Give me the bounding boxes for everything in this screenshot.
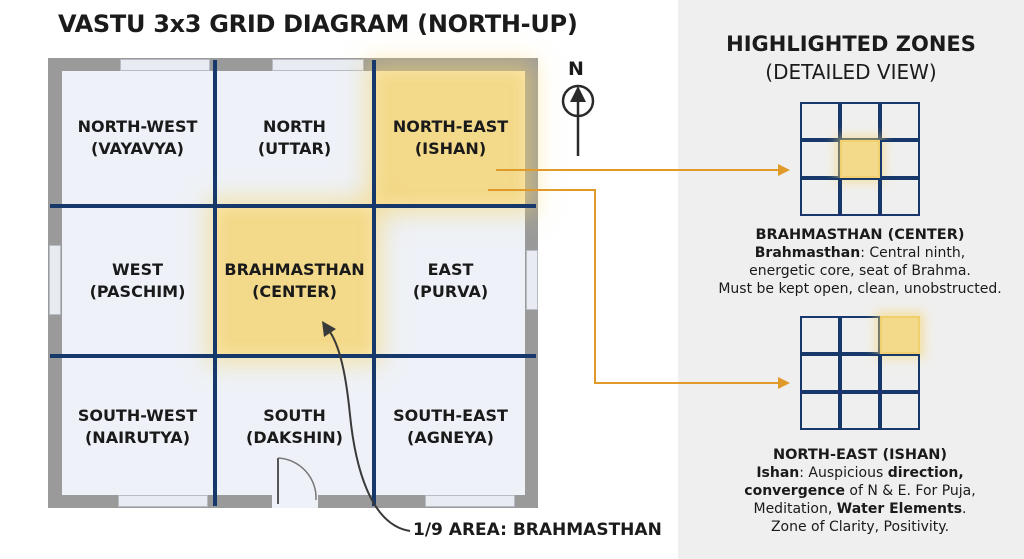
window-bottom-left <box>118 495 208 507</box>
page-title: VASTU 3x3 GRID DIAGRAM (NORTH-UP) <box>58 10 578 38</box>
window-bottom-right <box>425 495 515 507</box>
mini-cell-highlighted <box>840 140 880 178</box>
zone-description-brahmasthan: BRAHMASTHAN (CENTER) Brahmasthan: Centra… <box>700 226 1020 298</box>
cell-direction-label: BRAHMASTHAN <box>224 260 365 279</box>
zone-desc-line: Must be kept open, clean, unobstructed. <box>718 281 1002 297</box>
mini-cell <box>800 392 840 430</box>
zone-desc-line: Ishan: Auspicious direction, <box>700 464 1020 482</box>
mini-cell <box>880 392 920 430</box>
zone-term: Brahmasthan <box>754 245 861 261</box>
window-top-mid <box>272 59 364 71</box>
mini-cell <box>840 392 880 430</box>
zone-desc-bold: Water Elements <box>836 501 963 517</box>
mini-cell <box>880 354 920 392</box>
grid-cell-s: SOUTH(DAKSHIN) <box>217 358 372 495</box>
grid-cell-e: EAST (PURVA) <box>376 208 525 354</box>
mini-cell <box>800 102 840 140</box>
grid-cell-ne: NORTH-EAST(ISHAN) <box>376 71 525 204</box>
grid-cell-w: WEST (PASCHIM) <box>62 208 213 354</box>
mini-cell <box>800 316 840 354</box>
grid-cell-nw: NORTH-WEST(VAYAVYA) <box>62 71 213 204</box>
zone-description-ishan: NORTH-EAST (ISHAN) Ishan: Auspicious dir… <box>700 446 1020 536</box>
cell-sanskrit-label: (PURVA) <box>412 282 489 301</box>
cell-sanskrit-label: (PASCHIM) <box>89 282 186 301</box>
grid-cell-sw: SOUTH-WEST(NAIRUTYA) <box>62 358 213 495</box>
zone-desc-bold: direction, <box>887 465 964 481</box>
zone-desc-line: Meditation, Water Elements. <box>700 500 1020 518</box>
zone-desc-line: energetic core, seat of Brahma. <box>749 263 971 279</box>
mini-cell <box>800 140 840 178</box>
zone-term: Ishan <box>756 465 800 481</box>
cell-sanskrit-label: (UTTAR) <box>257 138 332 158</box>
panel-subtitle: (DETAILED VIEW) <box>765 60 937 84</box>
mini-cell-highlighted <box>880 316 920 354</box>
mini-grid-brahmasthan <box>800 102 920 216</box>
window-left <box>49 245 61 315</box>
grid-cell-c: BRAHMASTHAN (CENTER) <box>217 208 372 354</box>
zone-heading: NORTH-EAST (ISHAN) <box>772 447 948 463</box>
zone-desc-text: : Auspicious <box>799 465 888 481</box>
callout-arrow <box>322 321 411 532</box>
detail-panel <box>678 0 1024 559</box>
mini-cell <box>840 316 880 354</box>
grid-line-horizontal-1 <box>50 204 536 208</box>
mini-cell <box>880 140 920 178</box>
mini-cell <box>840 102 880 140</box>
grid-line-vertical-2 <box>372 60 376 506</box>
zone-desc-line: Brahmasthan: Central ninth, <box>700 244 1020 262</box>
connector-arrows <box>488 164 790 389</box>
cell-sanskrit-label: (DAKSHIN) <box>246 427 343 447</box>
grid-cell-se: SOUTH-EAST(AGNEYA) <box>376 358 525 495</box>
mini-cell <box>840 178 880 216</box>
zone-desc-text: : Central ninth, <box>860 245 966 261</box>
window-top-left <box>120 59 210 71</box>
cell-sanskrit-label: (VAYAVYA) <box>91 138 184 158</box>
panel-title: HIGHLIGHTED ZONES <box>726 32 976 56</box>
mini-cell <box>840 354 880 392</box>
brahmasthan-area-label: 1/9 AREA: BRAHMASTHAN <box>413 520 662 540</box>
cell-sanskrit-label: (AGNEYA) <box>407 427 494 447</box>
door-icon <box>272 457 318 508</box>
mini-cell <box>800 178 840 216</box>
cell-sanskrit-label: (ISHAN) <box>414 138 487 158</box>
zone-desc-text: Meditation, <box>753 501 837 517</box>
zone-desc-text: of N & E. For Puja, <box>844 483 976 499</box>
cell-direction-label: WEST <box>111 260 163 279</box>
cell-direction-label: EAST <box>427 260 474 279</box>
cell-direction-label: SOUTH-WEST <box>77 405 198 425</box>
cell-direction-label: SOUTH <box>263 405 326 425</box>
zone-desc-bold: convergence <box>744 483 845 499</box>
mini-cell <box>800 354 840 392</box>
cell-direction-label: NORTH-WEST <box>77 116 198 136</box>
zone-heading: BRAHMASTHAN (CENTER) <box>755 227 965 243</box>
cell-direction-label: NORTH-EAST <box>392 116 509 136</box>
zone-desc-line: convergence of N & E. For Puja, <box>700 482 1020 500</box>
zone-desc-line: Zone of Clarity, Positivity. <box>770 519 950 535</box>
mini-cell <box>880 178 920 216</box>
zone-desc-text: . <box>962 501 967 517</box>
cell-direction-label: NORTH <box>263 116 326 136</box>
grid-line-horizontal-2 <box>50 354 536 358</box>
window-right <box>526 250 538 310</box>
grid-cell-n: NORTH(UTTAR) <box>217 71 372 204</box>
cell-sanskrit-label: (CENTER) <box>252 282 337 301</box>
mini-grid-ishan <box>800 316 920 430</box>
compass-north-label: N <box>568 58 584 80</box>
mini-cell <box>880 102 920 140</box>
grid-line-vertical-1 <box>213 60 217 506</box>
cell-direction-label: SOUTH-EAST <box>393 405 508 425</box>
north-arrow-icon <box>561 84 595 156</box>
cell-sanskrit-label: (NAIRUTYA) <box>84 427 190 447</box>
